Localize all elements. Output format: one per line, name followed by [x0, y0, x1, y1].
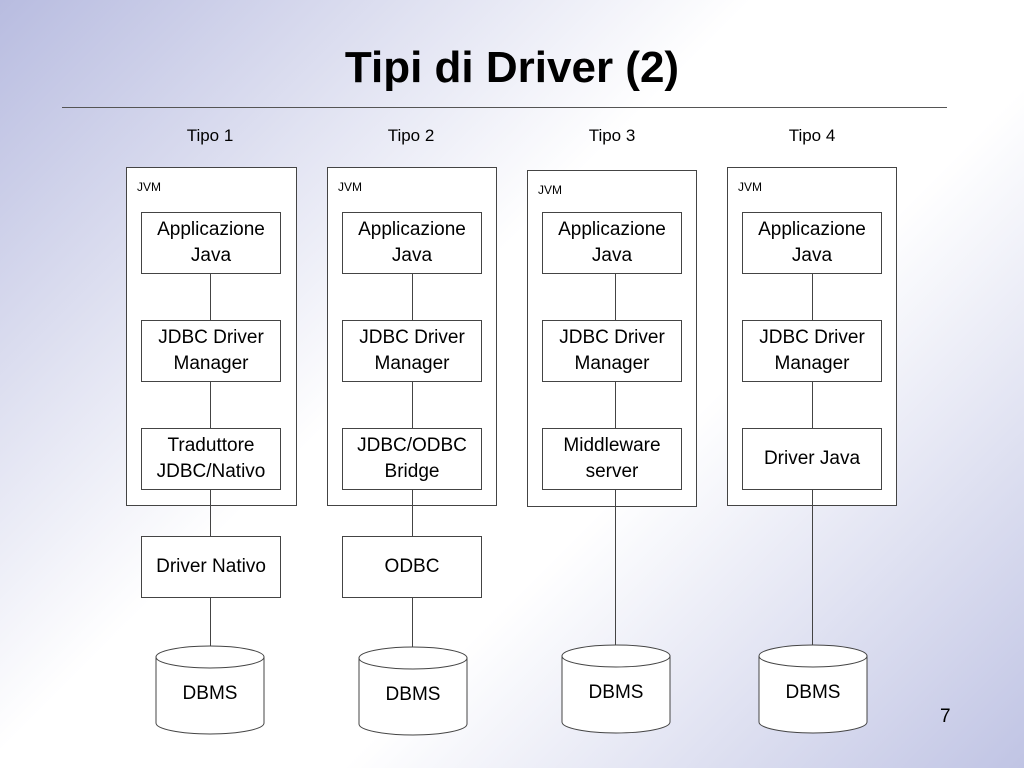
connector [615, 274, 616, 321]
connector [412, 598, 413, 660]
connector [812, 490, 813, 658]
box-driver-java: Driver Java [742, 428, 882, 490]
column-label-tipo-3: Tipo 3 [588, 126, 636, 145]
dbms-cylinder-tipo-3: DBMS [561, 644, 671, 734]
jvm-label: JVM [137, 180, 161, 194]
connector [812, 274, 813, 321]
connector [412, 274, 413, 321]
column-label-tipo-2: Tipo 2 [387, 126, 435, 145]
dbms-cylinder-tipo-2: DBMS [358, 646, 468, 736]
connector [812, 382, 813, 428]
dbms-cylinder-tipo-4: DBMS [758, 644, 868, 734]
title-divider [62, 107, 947, 108]
connector [615, 382, 616, 428]
connector [210, 490, 211, 536]
connector [210, 382, 211, 428]
dbms-label: DBMS [385, 684, 441, 705]
connector [412, 382, 413, 428]
box-odbc: ODBC [342, 536, 482, 598]
connector [412, 490, 413, 536]
box-driver-nativo: Driver Nativo [141, 536, 281, 598]
jvm-label: JVM [538, 183, 562, 197]
dbms-label: DBMS [182, 683, 238, 704]
connector [210, 274, 211, 321]
dbms-label: DBMS [785, 682, 841, 703]
dbms-label: DBMS [588, 682, 644, 703]
column-label-tipo-4: Tipo 4 [788, 126, 836, 145]
connector [615, 490, 616, 658]
page-number: 7 [940, 706, 951, 727]
jvm-label: JVM [738, 180, 762, 194]
column-label-tipo-1: Tipo 1 [186, 126, 234, 145]
jvm-label: JVM [338, 180, 362, 194]
slide-title: Tipi di Driver (2) [344, 43, 680, 92]
connector [210, 598, 211, 660]
dbms-cylinder-tipo-1: DBMS [155, 645, 265, 735]
